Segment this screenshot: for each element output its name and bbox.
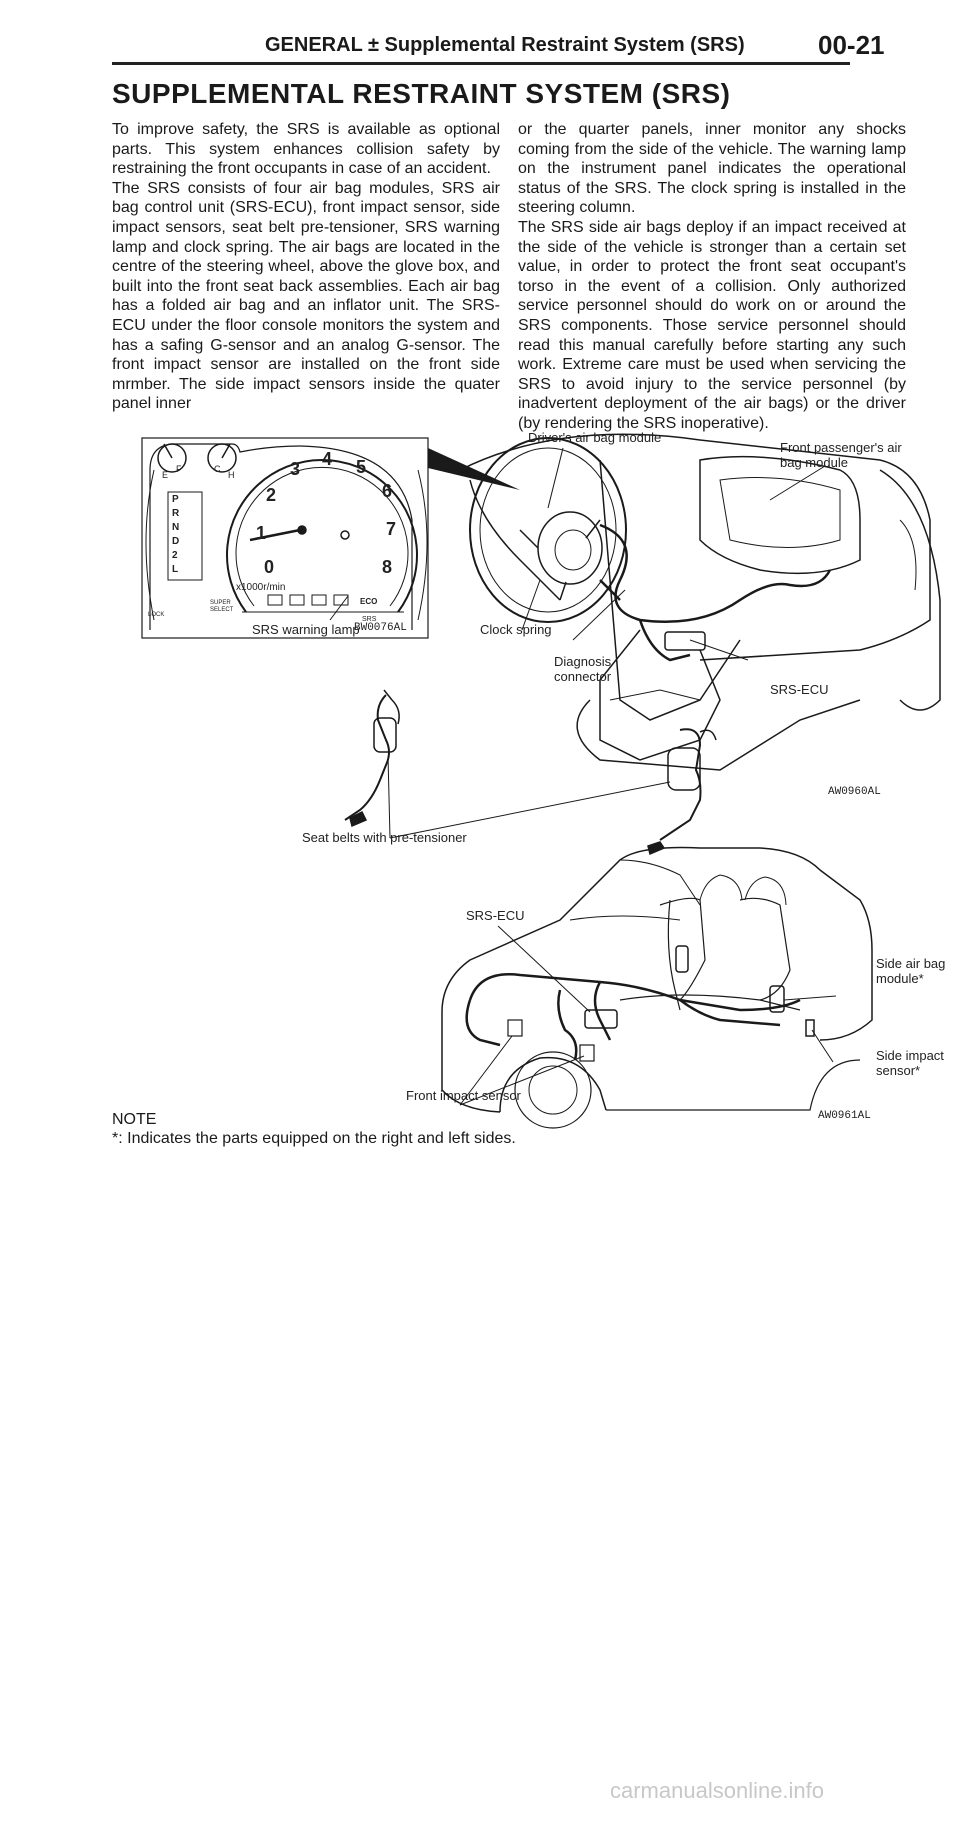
fuel-mark-f: F <box>176 464 182 474</box>
paragraph: To improve safety, the SRS is available … <box>112 121 500 178</box>
label-seat-belts: Seat belts with pre-tensioner <box>302 830 467 845</box>
gear-r: R <box>172 508 180 519</box>
label-srs-warning-lamp: SRS warning lamp <box>252 622 360 637</box>
gauge-tick-2: 2 <box>266 485 277 505</box>
gear-2: 2 <box>172 550 178 561</box>
srs-indicator: SRS <box>362 616 377 623</box>
label-front-impact-sensor: Front impact sensor <box>406 1088 521 1103</box>
header-page-number: 00-21 <box>818 30 885 60</box>
gear-d: D <box>172 536 180 547</box>
gauge-tick-8: 8 <box>382 557 393 577</box>
label-clock-spring: Clock spring <box>480 622 552 637</box>
note-block: NOTE *: Indicates the parts equipped on … <box>112 1110 516 1148</box>
header-title: GENERAL ± Supplemental Restraint System … <box>265 34 745 56</box>
header-rule <box>112 62 850 65</box>
temp-mark-c: C <box>214 464 221 474</box>
text-column-right: or the quarter panels, inner monitor any… <box>518 120 906 434</box>
eco-indicator: ECO <box>360 597 378 606</box>
label-side-air-bag: Side air bag module* <box>876 956 946 986</box>
gauge-tick-7: 7 <box>386 519 397 539</box>
gauge-tick-5: 5 <box>356 457 367 477</box>
label-drivers-air-bag: Driver's air bag module <box>528 430 662 445</box>
gear-p: P <box>172 494 179 505</box>
gear-n: N <box>172 522 180 533</box>
text-column-left: To improve safety, the SRS is available … <box>112 120 500 414</box>
label-side-impact-sensor: Side impact sensor* <box>876 1048 944 1078</box>
gauge-unit: x1000r/min <box>236 582 286 593</box>
watermark: carmanualsonline.info <box>610 1778 825 1803</box>
paragraph: or the quarter panels, inner monitor any… <box>518 121 906 217</box>
paragraph: The SRS consists of four air bag modules… <box>112 179 500 413</box>
figure-code-cluster: BW0076AL <box>354 622 407 634</box>
gauge-tick-1: 1 <box>256 523 267 543</box>
super-select-indicator: SUPER SELECT <box>210 600 234 613</box>
page-title: SUPPLEMENTAL RESTRAINT SYSTEM (SRS) <box>112 78 731 109</box>
gear-l: L <box>172 564 179 575</box>
paragraph: The SRS side air bags deploy if an impac… <box>518 218 906 432</box>
gauge-tick-3: 3 <box>290 459 301 479</box>
lock-indicator: LOCK <box>148 612 165 618</box>
srs-diagram: x1000r/min 0 1 2 3 4 5 6 7 8 E F C H P R… <box>141 430 946 1129</box>
label-passenger-air-bag: Front passenger's air bag module <box>780 440 902 470</box>
gauge-tick-6: 6 <box>382 481 393 501</box>
gauge-tick-4: 4 <box>322 449 333 469</box>
srs-illustration <box>141 433 941 1129</box>
temp-mark-h: H <box>228 470 235 480</box>
label-srs-ecu-1: SRS-ECU <box>770 682 829 697</box>
figure-code-main: AW0960AL <box>828 786 881 798</box>
figure-code-2: AW0961AL <box>818 1110 871 1122</box>
fuel-mark-e: E <box>162 470 169 480</box>
label-diagnosis-connector: Diagnosis connector <box>554 654 612 684</box>
page-header: GENERAL ± Supplemental Restraint System … <box>0 0 960 65</box>
note-text: *: Indicates the parts equipped on the r… <box>112 1130 516 1147</box>
cluster-frame <box>141 437 429 639</box>
note-heading: NOTE <box>112 1111 157 1128</box>
label-srs-ecu-2: SRS-ECU <box>466 908 525 923</box>
gauge-tick-0: 0 <box>264 557 275 577</box>
